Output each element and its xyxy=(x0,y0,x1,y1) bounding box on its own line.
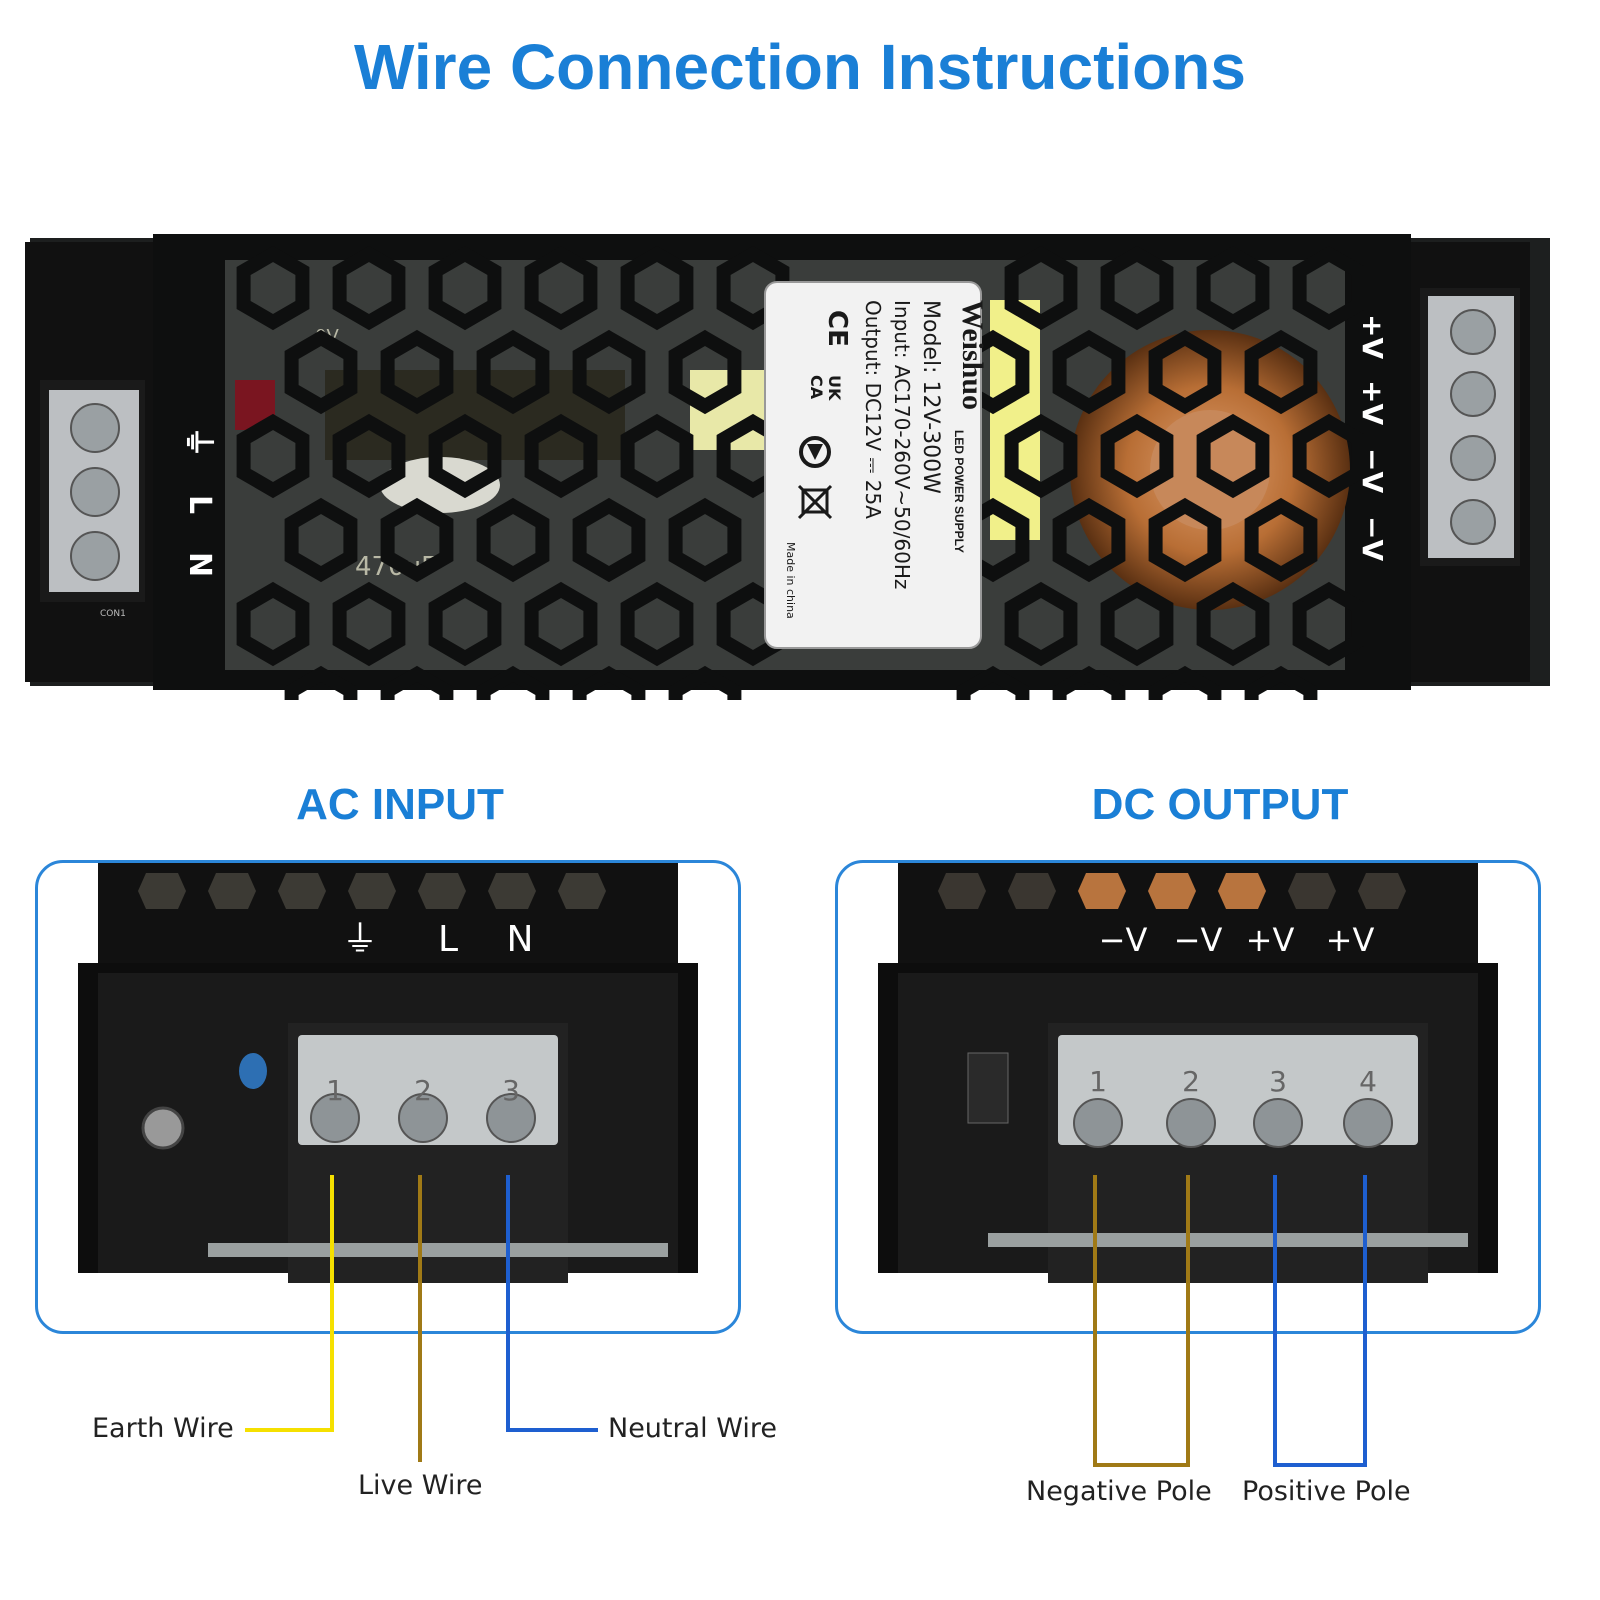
dc-output-panel: 1 2 3 4 −V −V +V +V xyxy=(835,860,1541,1334)
ac-closeup-image: 1 2 3 ⏚ L N xyxy=(78,863,698,1283)
blue-capacitor xyxy=(239,1053,267,1089)
dc-closeup-screw-4[interactable] xyxy=(1343,1098,1393,1148)
ac-closeup-mark-live: L xyxy=(438,919,458,960)
ac-screw-1[interactable] xyxy=(70,403,120,453)
ukca-top-text: UK xyxy=(825,375,844,401)
dc-closeup-screw-2[interactable] xyxy=(1166,1098,1216,1148)
dc-closeup-mark-4: +V xyxy=(1326,921,1375,959)
dc-output-title: DC OUTPUT xyxy=(1091,780,1349,829)
ce-mark-text: CE xyxy=(822,310,852,347)
recycle-icon xyxy=(799,436,831,468)
ac-closeup-screw-2[interactable] xyxy=(398,1093,448,1143)
earth-wire-label: Earth Wire xyxy=(92,1413,234,1444)
dc-mark-4: −V xyxy=(1356,516,1389,561)
ac-terminal-number-1: 1 xyxy=(326,1074,344,1107)
dc-mark-3: −V xyxy=(1356,448,1389,493)
dc-terminal-number-2: 2 xyxy=(1182,1065,1200,1098)
weee-bin-icon xyxy=(797,484,833,520)
negative-pole-label: Negative Pole xyxy=(1026,1476,1212,1507)
white-component xyxy=(380,457,500,513)
ac-mark-neutral: N xyxy=(182,552,217,577)
ac-closeup-screw-3[interactable] xyxy=(486,1093,536,1143)
ac-terminal-number-3: 3 xyxy=(502,1074,520,1107)
dc-screw-4[interactable] xyxy=(1450,499,1496,545)
output-text: Output: DC12V ⎓ 25A xyxy=(861,300,885,519)
ac-input-panel: 1 2 3 ⏚ L N xyxy=(35,860,741,1334)
dc-terminal-number-3: 3 xyxy=(1269,1065,1287,1098)
live-wire-label: Live Wire xyxy=(358,1470,483,1501)
dc-closeup-screw-3[interactable] xyxy=(1253,1098,1303,1148)
ac-screw-3[interactable] xyxy=(70,531,120,581)
dc-closeup-screw-1[interactable] xyxy=(1073,1098,1123,1148)
dc-terminal-screws xyxy=(1428,296,1514,558)
brand-text: Weishuo xyxy=(956,300,989,410)
product-text: LED POWER SUPPLY xyxy=(952,430,966,553)
con-label: CON1 xyxy=(100,609,126,619)
hex-mesh xyxy=(236,245,1366,700)
dc-screw-1[interactable] xyxy=(1450,309,1496,355)
ukca-bottom-text: CA xyxy=(807,375,826,400)
made-in-text: Made in china xyxy=(784,542,797,619)
dc-closeup-mark-1: −V xyxy=(1099,921,1148,959)
dc-mark-2: +V xyxy=(1356,380,1389,425)
smd-components xyxy=(967,1052,1009,1124)
model-text: Model: 12V-300W xyxy=(918,300,943,494)
power-supply-device: 0V 470uF Weishuo LED POWER SUPPLY Model:… xyxy=(25,234,1550,700)
ac-closeup-mark-neutral: N xyxy=(507,919,534,960)
ac-terminal-screws xyxy=(49,390,139,592)
page-title: Wire Connection Instructions xyxy=(354,31,1246,103)
neutral-wire-label: Neutral Wire xyxy=(608,1413,777,1444)
dc-closeup-mark-3: +V xyxy=(1246,921,1295,959)
dc-terminal-cover xyxy=(1058,1035,1418,1145)
dc-mark-1: +V xyxy=(1356,314,1389,359)
dc-closeup-image: 1 2 3 4 −V −V +V +V xyxy=(878,863,1498,1283)
ac-terminal-number-2: 2 xyxy=(414,1074,432,1107)
dc-screw-3[interactable] xyxy=(1450,435,1496,481)
ground-screw xyxy=(141,1106,185,1150)
dc-terminal-number-1: 1 xyxy=(1089,1065,1107,1098)
ac-closeup-screw-1[interactable] xyxy=(310,1093,360,1143)
ac-closeup-mark-earth: ⏚ xyxy=(342,919,378,960)
spec-label xyxy=(764,281,982,649)
positive-pole-label: Positive Pole xyxy=(1242,1476,1411,1507)
input-text: Input: AC170-260V~50/60Hz xyxy=(890,300,914,589)
ac-mark-live: L xyxy=(182,495,217,514)
dc-terminal-number-4: 4 xyxy=(1359,1065,1377,1098)
ac-mark-earth: ⏚ xyxy=(180,426,218,458)
dc-closeup-mark-2: −V xyxy=(1174,921,1223,959)
dc-screw-2[interactable] xyxy=(1450,371,1496,417)
ac-input-title: AC INPUT xyxy=(296,780,504,829)
ac-screw-2[interactable] xyxy=(70,467,120,517)
